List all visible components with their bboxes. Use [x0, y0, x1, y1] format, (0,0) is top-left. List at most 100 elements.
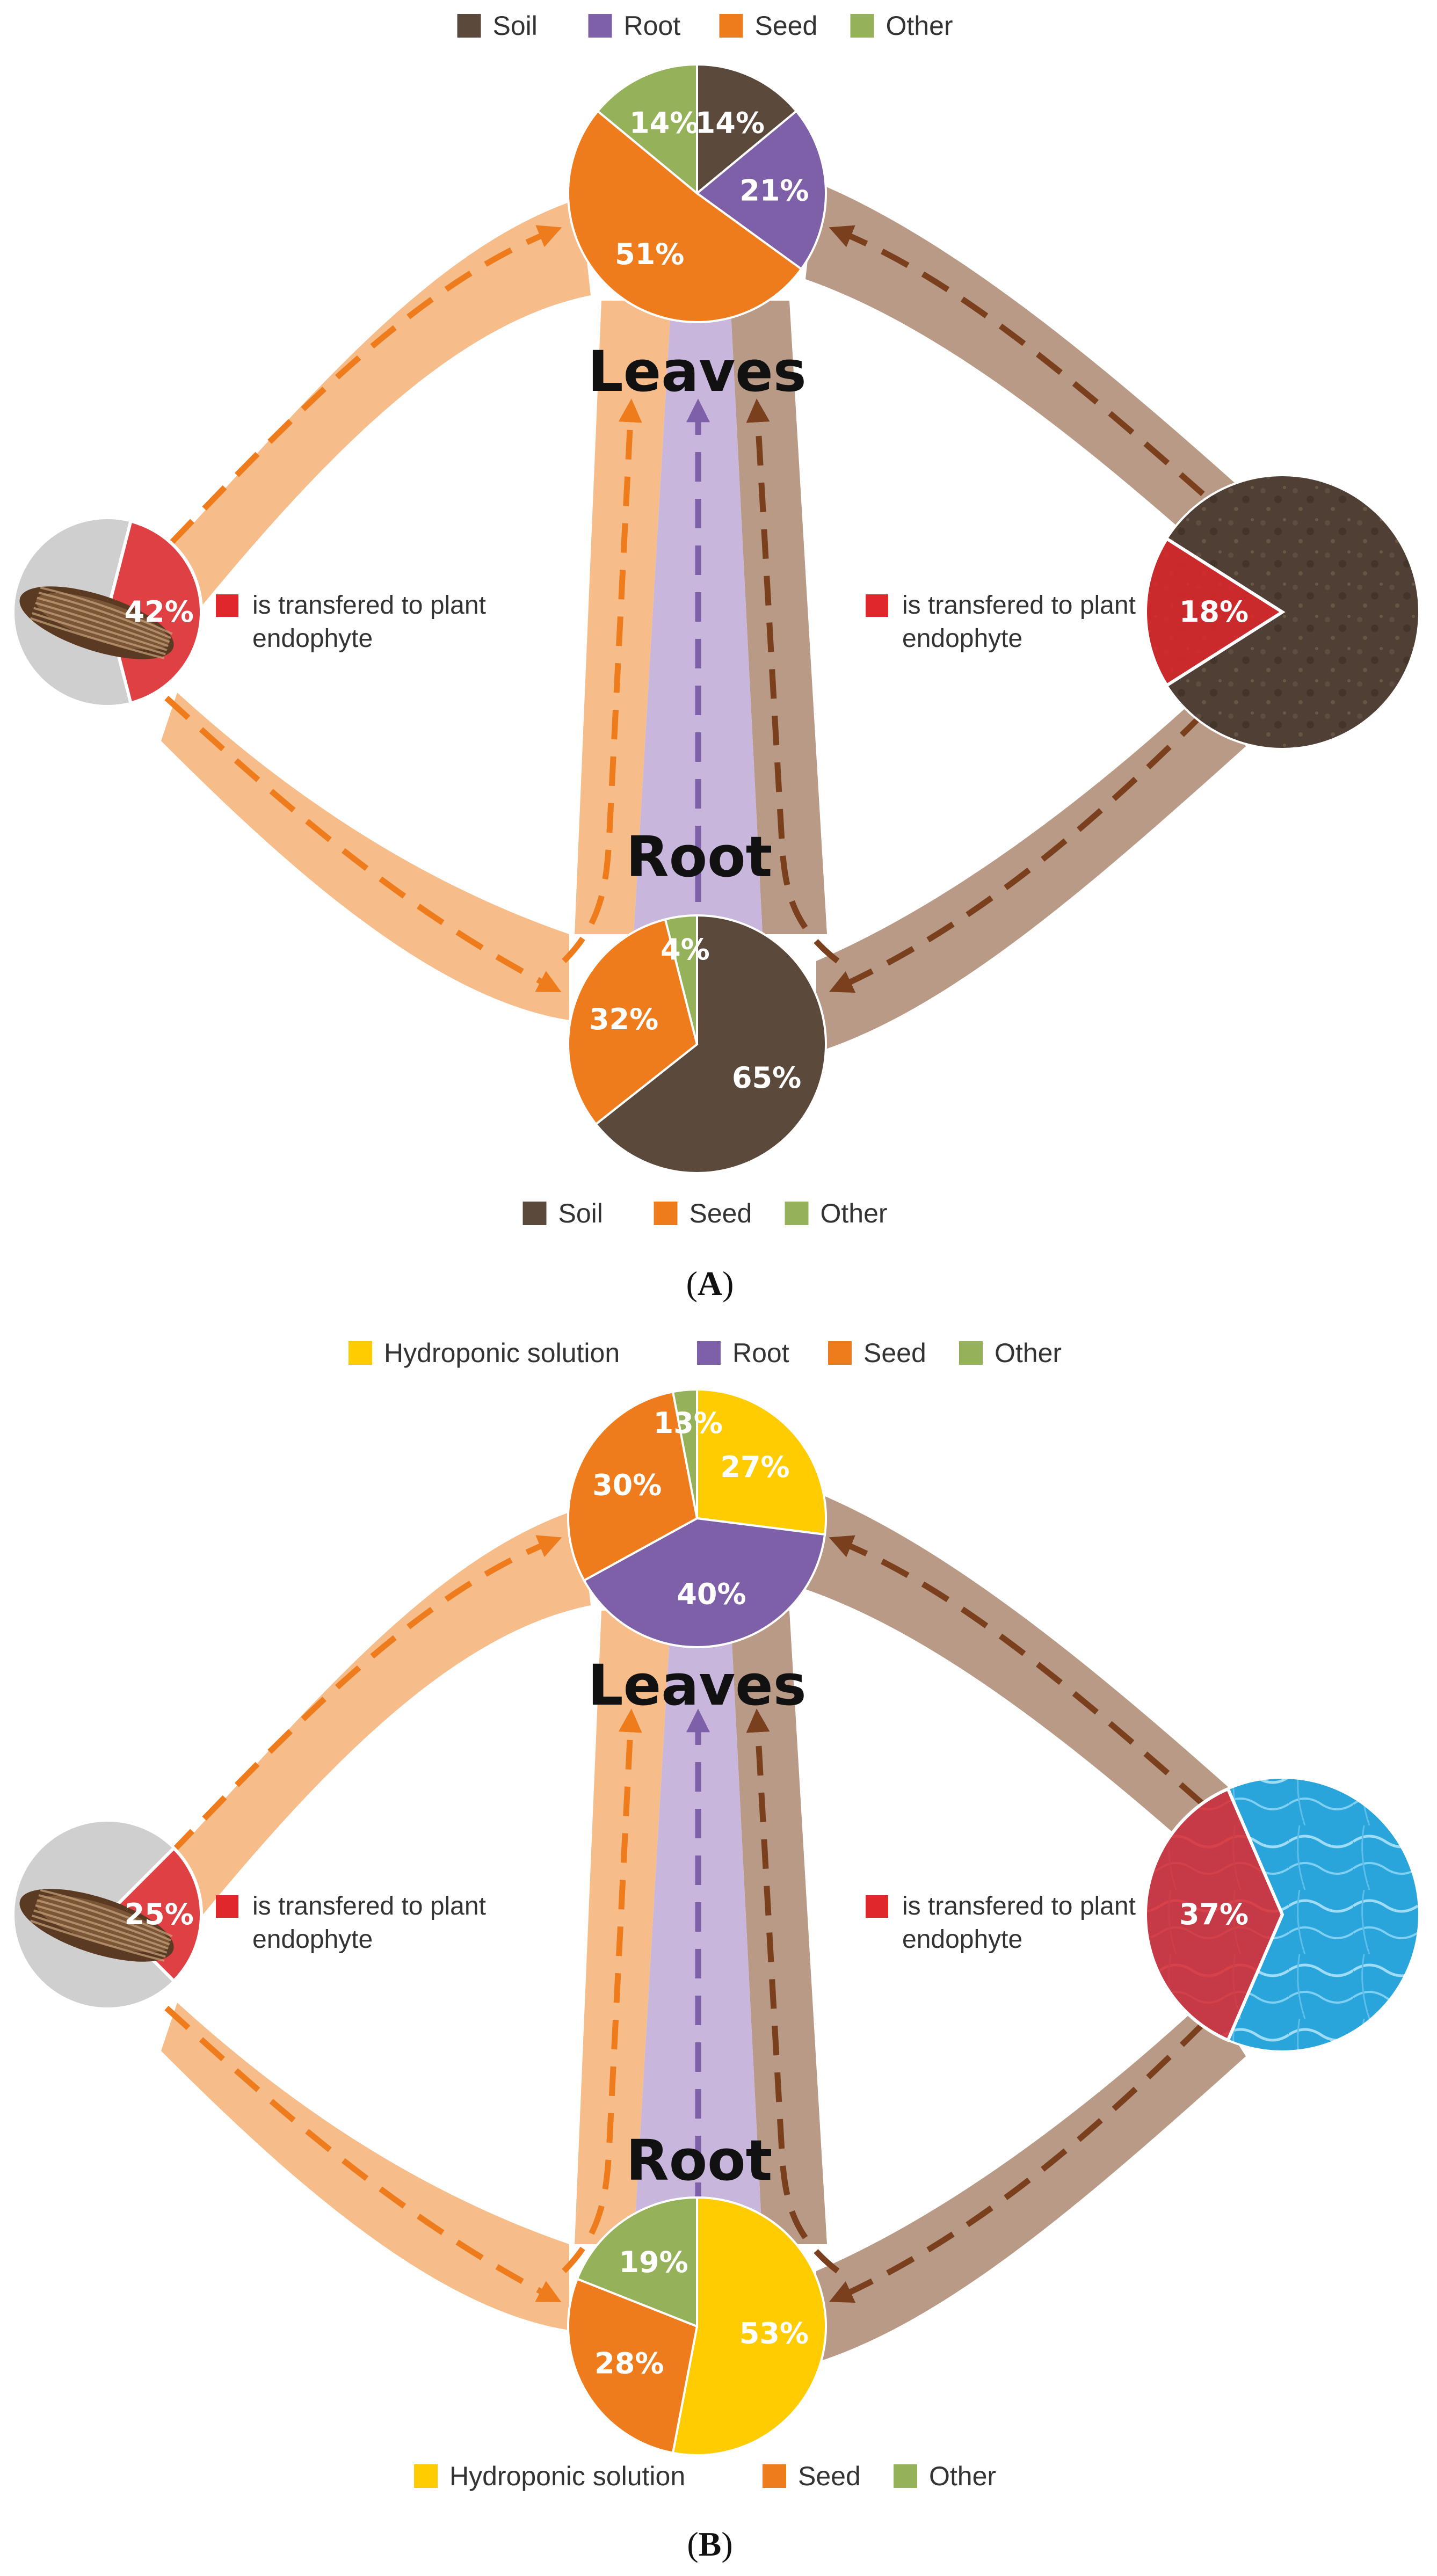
- legend-label-soil: Soil: [493, 11, 538, 41]
- note-left-line-2: endophyte: [252, 1925, 373, 1954]
- root-pie: 65%32%4%: [567, 914, 827, 1174]
- band-water-to-root: [816, 1997, 1246, 2362]
- pie-slice-seed: [567, 110, 803, 324]
- note-left-swatch: [216, 1895, 238, 1918]
- source-percent-label: 25%: [125, 1897, 194, 1931]
- legend-label-seed: Seed: [690, 1198, 752, 1228]
- transferred-wedge: [1144, 1787, 1284, 2042]
- pie-slice-seed: [567, 1390, 699, 1582]
- source-percent-label: 18%: [1179, 595, 1249, 629]
- pie-label-hydroponic: 27%: [720, 1450, 789, 1484]
- legend-swatch-seed: [719, 14, 743, 38]
- seed-source-pie: 42%: [12, 517, 203, 707]
- pie-label-other: 13%: [654, 1406, 723, 1440]
- legend-label-hydroponic-solution: Hydroponic solution: [384, 1338, 620, 1368]
- caption-b: (B): [687, 2525, 732, 2563]
- note-right-line-1: is transfered to plant: [902, 591, 1136, 620]
- pie-slice-other: [671, 1388, 698, 1519]
- note-right-swatch: [866, 594, 888, 617]
- legend-label-other: Other: [821, 1198, 888, 1228]
- legend-swatch-soil: [522, 1202, 547, 1225]
- note-right-line-1: is transfered to plant: [902, 1892, 1136, 1920]
- legend-swatch-other: [850, 14, 874, 38]
- transferred-wedge: [1144, 536, 1286, 688]
- note-right-line-2: endophyte: [902, 1925, 1022, 1954]
- pie-label-hydroponic: 53%: [739, 2317, 809, 2351]
- pie-slice-other: [576, 2196, 698, 2328]
- pie-slice-other: [664, 914, 698, 1045]
- note-left-line-2: endophyte: [252, 624, 373, 653]
- root-label: Root: [626, 824, 773, 890]
- legend-label-hydroponic-solution: Hydroponic solution: [449, 2461, 685, 2491]
- arrow-seed-to-leaves: [170, 225, 562, 544]
- bottom-legend: Soil Seed Other: [522, 1198, 888, 1228]
- arrow-water-to-root: [829, 2022, 1205, 2303]
- legend-swatch-root: [588, 14, 612, 38]
- band-seed-to-leaves: [161, 199, 591, 623]
- legend-label-root: Root: [732, 1338, 789, 1368]
- seed-icon: [19, 586, 174, 660]
- band-soil-to-leaves: [805, 183, 1235, 558]
- legend-swatch-seed: [828, 1341, 852, 1365]
- band-soil-to-root: [816, 687, 1246, 1052]
- arrow-water-to-leaves: [829, 1535, 1205, 1807]
- arrow-soil-to-root: [829, 712, 1205, 993]
- arrow-seed-up: [562, 398, 642, 963]
- legend-swatch-soil: [457, 14, 481, 38]
- band-seed-to-root: [161, 2003, 569, 2330]
- arrow-soil-up: [746, 398, 840, 964]
- note-left: is transfered to plant endophyte: [216, 591, 486, 653]
- pie-slice-seed: [567, 2277, 699, 2455]
- root-label: Root: [626, 2128, 773, 2193]
- pie-slice-hydroponic: [671, 2196, 827, 2456]
- note-right-swatch: [866, 1895, 888, 1918]
- arrow-seed-up: [562, 1708, 642, 2273]
- leaves-pie: 14%21%51%14%: [567, 63, 827, 324]
- pie-slice-hydroponic: [696, 1388, 827, 1536]
- pie-label-other: 4%: [661, 933, 710, 966]
- legend-label-seed: Seed: [863, 1338, 926, 1368]
- top-legend: Hydroponic solution Root Seed Other: [349, 1338, 1062, 1368]
- note-right: is transfered to plant endophyte: [866, 591, 1136, 653]
- pie-label-soil: 14%: [695, 106, 765, 140]
- flow-arrows: [164, 225, 1205, 993]
- flow-bands: [161, 183, 1246, 1052]
- band-seed-to-root: [161, 693, 569, 1020]
- arrow-seed-to-root: [164, 2005, 562, 2303]
- source-percent-label: 37%: [1179, 1897, 1249, 1931]
- note-left-line-1: is transfered to plant: [252, 591, 486, 620]
- legend-label-soil: Soil: [558, 1198, 603, 1228]
- source-percent-label: 42%: [125, 595, 194, 629]
- transferred-wedge: [105, 1846, 203, 1983]
- leaves-pie: 27%40%30%13%: [567, 1388, 827, 1648]
- root-pie: 53%28%19%: [567, 2196, 827, 2456]
- flow-bands: [161, 1493, 1246, 2362]
- legend-swatch-root: [697, 1341, 721, 1365]
- legend-label-root: Root: [624, 11, 681, 41]
- seed-source-pie: 25%: [12, 1820, 203, 2010]
- caption-a: (A): [686, 1264, 734, 1302]
- legend-label-other: Other: [886, 11, 953, 41]
- pie-slice-other: [596, 63, 698, 196]
- pie-slice-soil: [594, 914, 827, 1174]
- legend-swatch-seed: [654, 1202, 678, 1225]
- pie-label-soil: 65%: [732, 1061, 801, 1095]
- leaves-label: Leaves: [587, 1653, 806, 1718]
- pie-label-other: 14%: [629, 106, 699, 140]
- legend-label-other: Other: [995, 1338, 1062, 1368]
- flow-arrows: [164, 1535, 1205, 2303]
- note-left-line-1: is transfered to plant: [252, 1892, 486, 1920]
- note-right-line-2: endophyte: [902, 624, 1022, 653]
- arrow-seed-to-root: [164, 695, 562, 993]
- pie-slice-seed: [567, 918, 699, 1126]
- note-left-swatch: [216, 594, 238, 617]
- legend-label-seed: Seed: [755, 11, 818, 41]
- note-left: is transfered to plant endophyte: [216, 1892, 486, 1954]
- legend-swatch-other: [959, 1341, 983, 1365]
- pie-label-root: 21%: [739, 173, 809, 207]
- arrow-seed-to-leaves: [170, 1535, 562, 1854]
- pie-label-seed: 28%: [594, 2346, 664, 2380]
